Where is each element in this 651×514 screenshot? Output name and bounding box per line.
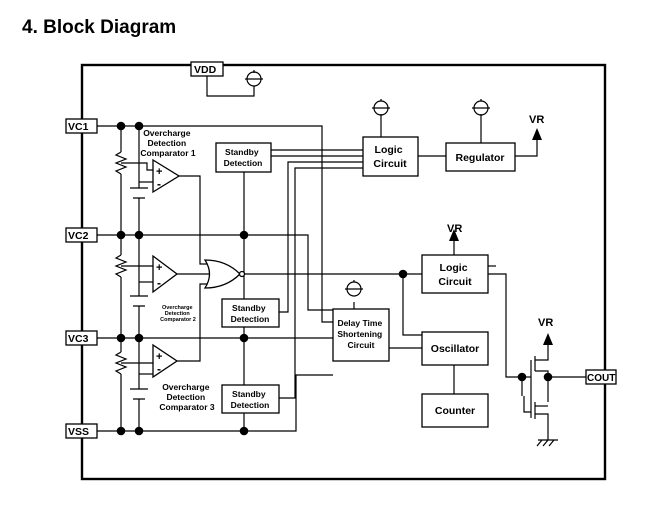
svg-text:-: - — [157, 177, 161, 191]
svg-text:Standby Detection: Standby Detection — [231, 389, 270, 410]
svg-text:-: - — [157, 362, 161, 376]
comparator-3-label: Overcharge Detection Comparator 3 — [159, 382, 215, 412]
or-gate-inverter-bubble — [238, 270, 246, 278]
svg-text:VDD: VDD — [194, 64, 217, 76]
resistor-2 — [114, 254, 128, 278]
svg-text:Logic Circuit: Logic Circuit — [373, 144, 407, 170]
svg-text:Standby Detection: Standby Detection — [231, 303, 270, 324]
svg-text:VSS: VSS — [68, 426, 89, 438]
ic-outline — [80, 63, 607, 481]
comparator-2-label: Overcharge Detection Comparator 2 — [160, 305, 196, 323]
pin-vc2 — [65, 227, 98, 243]
svg-text:Oscillator: Oscillator — [431, 343, 479, 355]
vdd-symbol-icon — [245, 70, 263, 87]
svg-text:VC3: VC3 — [68, 333, 89, 345]
logic-circuit-2 — [421, 254, 489, 294]
vdd-symbol-logic-icon — [372, 99, 390, 116]
svg-text:COUT: COUT — [587, 373, 615, 384]
standby-detection-3 — [221, 384, 280, 414]
or-gate — [203, 259, 241, 289]
pin-vss — [65, 423, 98, 439]
section-title: 4. Block Diagram — [22, 17, 176, 38]
reference-1 — [130, 187, 148, 199]
logic-circuit-1 — [362, 136, 419, 177]
pin-vdd — [190, 61, 224, 77]
svg-text:+: + — [156, 262, 162, 274]
standby-detection-1 — [215, 142, 272, 173]
vr-output-label: VR — [538, 317, 553, 329]
pin-cout — [585, 369, 617, 385]
svg-text:-: - — [157, 276, 161, 290]
delay-time-shortening-circuit — [332, 308, 390, 362]
regulator — [445, 142, 516, 172]
junction-dots — [116, 121, 553, 436]
svg-text:+: + — [156, 351, 162, 363]
comparator-2 — [152, 254, 179, 294]
svg-text:VC1: VC1 — [68, 121, 89, 133]
reference-3 — [130, 388, 148, 400]
svg-text:Counter: Counter — [435, 405, 475, 417]
pin-vc1 — [65, 118, 98, 134]
vr-regulator-label: VR — [529, 114, 544, 126]
svg-text:VC2: VC2 — [68, 230, 89, 242]
vr-logic-arrow — [449, 229, 459, 241]
svg-text:Regulator: Regulator — [455, 152, 504, 164]
comparator-3 — [152, 343, 179, 379]
vr-output-arrow — [543, 333, 553, 345]
svg-text:Logic Circuit: Logic Circuit — [438, 262, 472, 288]
svg-text:+: + — [156, 166, 162, 178]
resistor-1 — [114, 151, 128, 175]
resistor-3 — [114, 351, 128, 375]
reference-2 — [130, 295, 148, 307]
vr-regulator-arrow — [532, 128, 542, 140]
comparator-1-label: Overcharge Detection Comparator 1 — [140, 128, 196, 158]
vdd-symbol-delay-icon — [345, 280, 363, 297]
vdd-symbol-regulator-icon — [472, 99, 490, 116]
oscillator — [421, 331, 489, 366]
standby-detection-2 — [221, 298, 280, 328]
svg-text:Standby Detection: Standby Detection — [224, 147, 263, 168]
vr-logic-label: VR — [447, 223, 462, 235]
svg-text:Delay Time Shortening: Delay Time Shortening Circuit — [337, 318, 384, 350]
comparator-1 — [152, 158, 181, 194]
counter — [421, 393, 489, 428]
pin-vc3 — [65, 330, 98, 346]
